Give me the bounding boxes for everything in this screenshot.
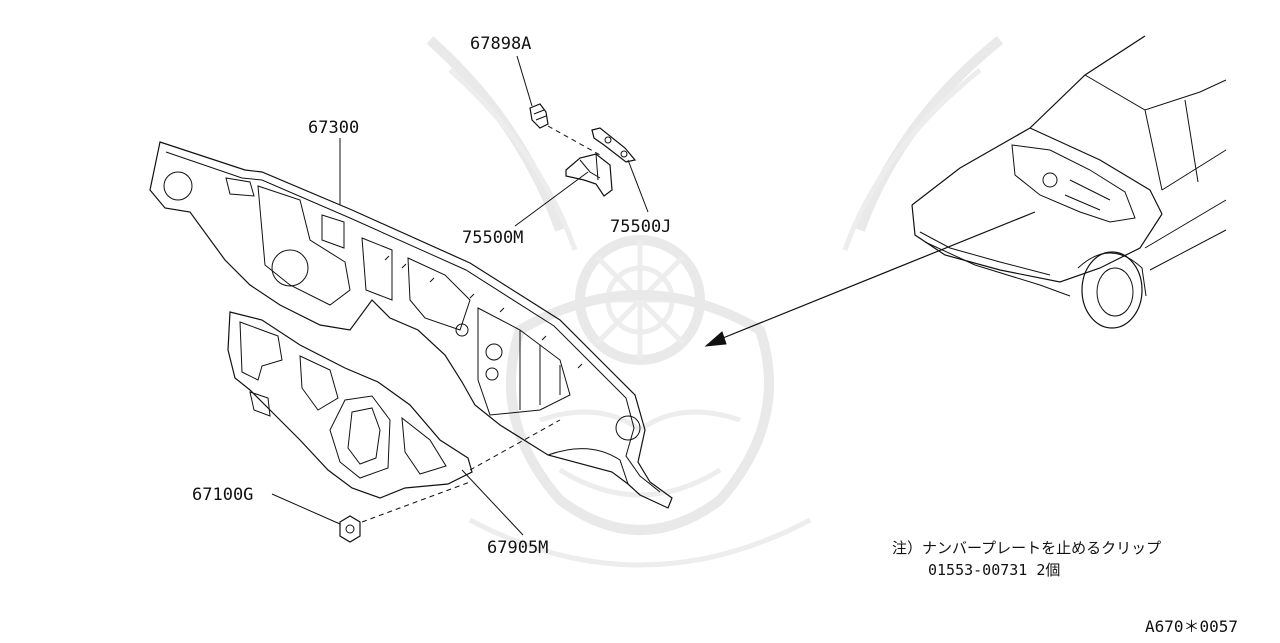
label-75500M: 75500M [462,228,523,248]
leader-lines [271,55,649,536]
location-arrow [704,211,1036,347]
dash-panel-67300 [149,141,673,509]
bracket-75500M [565,153,613,197]
drawing-code: A670＊0057 [1145,617,1238,636]
label-67898A: 67898A [470,34,531,54]
vehicle-illustration [911,35,1227,329]
bracket-75500J [591,127,637,163]
insulator-67905M [227,311,473,499]
note-line-1: 注）ナンバープレートを止めるクリップ [892,539,1161,557]
note-line-2: 01553-00731 2個 [928,561,1060,579]
label-67905M: 67905M [487,538,548,558]
label-67300: 67300 [308,118,359,138]
clip-67100G [339,515,361,543]
watermark-logo [426,36,1004,568]
label-75500J: 75500J [610,217,671,237]
screw-67898A [529,103,549,129]
label-67100G: 67100G [192,485,253,505]
